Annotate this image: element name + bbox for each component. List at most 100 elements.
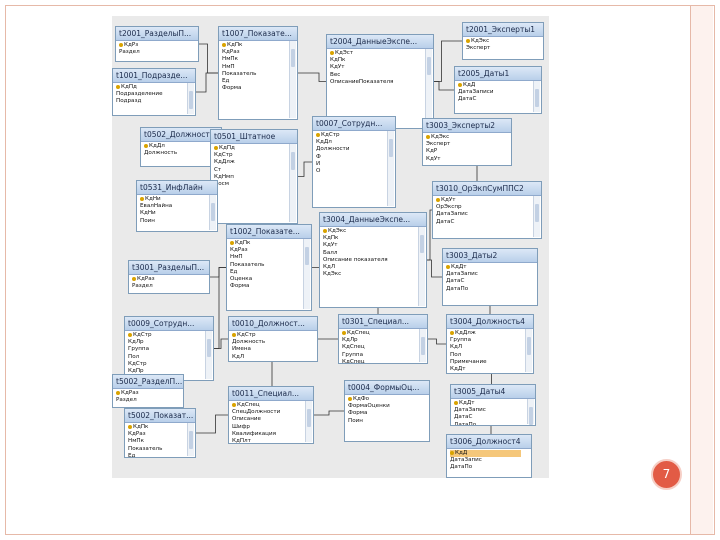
table-field[interactable]: Вес: [330, 71, 341, 78]
table-scrollbar[interactable]: [305, 401, 312, 442]
primary-key-field[interactable]: КдФо: [348, 396, 419, 403]
scrollbar-thumb[interactable]: [529, 407, 533, 425]
table-field[interactable]: КдР: [426, 148, 438, 155]
table-field[interactable]: КдЛ: [232, 353, 245, 360]
scrollbar-thumb[interactable]: [420, 235, 424, 253]
table-scrollbar[interactable]: [533, 196, 540, 237]
table-field[interactable]: Описание: [232, 416, 261, 423]
table-field[interactable]: НмП: [222, 63, 235, 70]
table-field[interactable]: Ст: [214, 166, 222, 173]
scrollbar-thumb[interactable]: [291, 152, 295, 170]
table-field[interactable]: Ед: [128, 452, 136, 458]
table-field[interactable]: Пол: [128, 353, 140, 360]
table-field[interactable]: Балл: [323, 249, 338, 256]
scrollbar-thumb[interactable]: [291, 49, 295, 67]
scrollbar-thumb[interactable]: [207, 339, 211, 357]
primary-key-field[interactable]: КдДлж: [450, 330, 523, 337]
table-field[interactable]: КдПк: [330, 57, 346, 64]
table-field[interactable]: Показатель: [128, 445, 163, 452]
table-field[interactable]: КдРаз: [230, 247, 248, 254]
primary-key-field[interactable]: КдПд: [116, 84, 185, 91]
table-scrollbar[interactable]: [303, 239, 310, 309]
table-field[interactable]: ДатаПо: [446, 285, 469, 292]
table-field[interactable]: КдСпец: [342, 358, 365, 364]
table-field[interactable]: ДатаЗаписи: [458, 89, 494, 96]
scrollbar-thumb[interactable]: [535, 89, 539, 107]
primary-key-field[interactable]: КдЭкс: [323, 228, 416, 235]
table-field[interactable]: ДатаЗапис: [446, 271, 478, 278]
primary-key-field[interactable]: КдПк: [222, 42, 287, 49]
table-field[interactable]: Раздел: [119, 49, 140, 56]
primary-key-field[interactable]: КдПк: [128, 424, 185, 431]
table-field[interactable]: ЕвалНайна: [140, 203, 173, 210]
table-field[interactable]: Подразд: [116, 98, 142, 105]
table-field[interactable]: Поин: [348, 417, 363, 424]
primary-key-field[interactable]: КдСтр: [232, 332, 307, 339]
table-field[interactable]: ОрЭкспр: [436, 204, 462, 211]
table-field[interactable]: О: [316, 167, 321, 174]
table-field[interactable]: КдЛ: [450, 344, 463, 351]
table-field[interactable]: КдПр: [128, 367, 144, 374]
table-field[interactable]: ОписаниеПоказателя: [330, 78, 394, 85]
table-field[interactable]: КдУт: [330, 64, 345, 71]
table-field[interactable]: КдПк: [323, 235, 339, 242]
table-field[interactable]: Показатель: [230, 261, 265, 268]
table-scrollbar[interactable]: [289, 144, 296, 222]
primary-key-field[interactable]: КдД: [458, 82, 531, 89]
primary-key-field[interactable]: КдРаз: [116, 390, 173, 397]
table-field[interactable]: Должность: [144, 150, 178, 157]
table-field[interactable]: Должность: [232, 339, 266, 346]
primary-key-field[interactable]: КдПд: [214, 145, 287, 152]
table-field[interactable]: ДатаС: [446, 278, 465, 285]
table-field[interactable]: Раздел: [132, 283, 153, 290]
primary-key-field[interactable]: КдУт: [436, 197, 531, 204]
scrollbar-thumb[interactable]: [305, 247, 309, 265]
primary-key-field[interactable]: КдЭкс: [466, 38, 533, 45]
scrollbar-thumb[interactable]: [389, 139, 393, 157]
table-field[interactable]: Показатель: [222, 70, 257, 77]
table-field[interactable]: Раздел: [116, 397, 137, 404]
table-field[interactable]: Ед: [222, 77, 230, 84]
table-field[interactable]: ДатаС: [458, 96, 477, 103]
primary-key-field[interactable]: КдНи: [140, 196, 207, 203]
scrollbar-thumb[interactable]: [211, 203, 215, 221]
table-field[interactable]: ДатаЗапис: [454, 407, 486, 414]
table-field[interactable]: КдНмп: [214, 173, 234, 180]
table-field[interactable]: ДатаС: [436, 218, 455, 225]
table-field[interactable]: КдЭкс: [450, 373, 523, 374]
table-field[interactable]: Форма: [230, 283, 250, 290]
table-field[interactable]: И: [316, 160, 321, 167]
table-field[interactable]: КдЛ: [323, 263, 336, 270]
table-field[interactable]: КдУт: [323, 242, 338, 249]
table-scrollbar[interactable]: [289, 41, 296, 118]
table-scrollbar[interactable]: [418, 227, 425, 306]
primary-key-field[interactable]: КдД: [450, 450, 521, 458]
table-field[interactable]: НмПк: [128, 438, 145, 445]
table-scrollbar[interactable]: [209, 195, 216, 230]
table-field[interactable]: Описание показателя: [323, 256, 388, 263]
table-field[interactable]: КдЛр: [342, 337, 358, 344]
primary-key-field[interactable]: КдПк: [230, 240, 301, 247]
table-field[interactable]: КдЛр: [128, 339, 144, 346]
table-scrollbar[interactable]: [533, 81, 540, 112]
primary-key-field[interactable]: КдЭкс: [426, 134, 501, 141]
table-field[interactable]: Имена: [232, 346, 251, 353]
table-field[interactable]: ДатаПо: [450, 464, 473, 471]
scrollbar-thumb[interactable]: [189, 431, 193, 449]
scrollbar-thumb[interactable]: [307, 409, 311, 427]
